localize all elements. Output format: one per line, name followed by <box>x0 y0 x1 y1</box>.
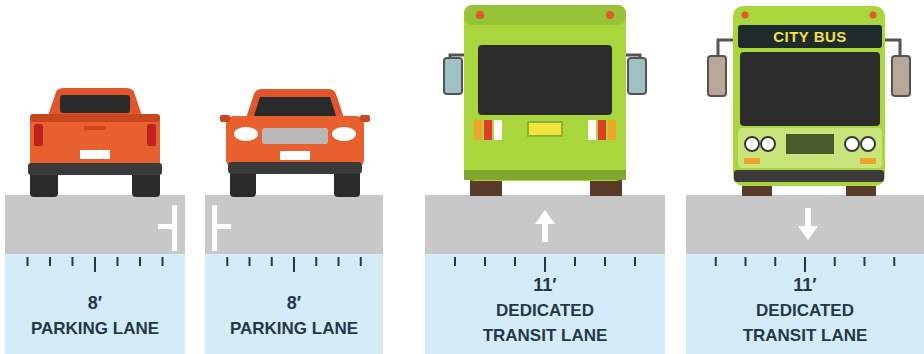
pickup-truck-front <box>220 89 370 197</box>
bus-rear <box>606 11 614 19</box>
pickup-truck-rear <box>48 88 142 116</box>
pickup-truck-front <box>332 127 356 141</box>
bus-rear <box>464 5 626 181</box>
pickup-truck-rear <box>84 126 106 130</box>
bus-front <box>860 158 876 164</box>
pickup-truck-front <box>226 116 364 168</box>
lane-band: 11′DEDICATED TRANSIT LANE <box>425 254 665 354</box>
pickup-truck-rear <box>60 95 130 113</box>
pickup-truck-front <box>254 97 336 116</box>
lane-band: 11′DEDICATED TRANSIT LANE <box>686 254 924 354</box>
bus-front <box>733 6 885 186</box>
bus-rear <box>478 45 612 115</box>
lane-name: PARKING LANE <box>230 316 358 341</box>
bus-front <box>845 137 859 151</box>
bus-front <box>870 12 877 19</box>
lane-arrow <box>535 210 555 224</box>
lane-name: PARKING LANE <box>31 316 159 341</box>
bus-rear <box>528 122 562 136</box>
bus-front <box>708 56 726 96</box>
parking-marking <box>217 224 231 229</box>
bus-front <box>738 128 882 168</box>
bus-front <box>708 6 910 196</box>
bus-rear <box>628 58 646 94</box>
pickup-truck-front <box>280 151 310 160</box>
bus-rear <box>444 5 646 196</box>
lane-width: 11′ <box>793 274 816 296</box>
pickup-truck-rear <box>30 114 160 168</box>
bus-front <box>861 137 875 151</box>
pickup-truck-rear <box>28 88 162 197</box>
bus-rear <box>588 120 596 140</box>
lane-name: DEDICATED TRANSIT LANE <box>465 298 625 348</box>
road-surface <box>686 195 924 255</box>
parking-marking <box>212 205 217 251</box>
parking-marking <box>172 205 177 251</box>
pickup-truck-front <box>262 128 328 144</box>
pickup-truck-front <box>228 162 362 174</box>
bus-rear <box>474 120 482 140</box>
bus-front <box>744 158 760 164</box>
lane-arrow <box>542 222 548 242</box>
bus-rear <box>494 120 502 140</box>
lane-arrow <box>535 208 818 242</box>
pickup-truck-rear <box>28 163 162 175</box>
pickup-truck-front <box>234 127 258 141</box>
bus-front <box>742 12 749 19</box>
bus-rear <box>608 120 616 140</box>
bus-front <box>745 137 759 151</box>
bus-rear <box>484 120 492 140</box>
bus-rear <box>464 170 626 180</box>
bus-front <box>734 170 884 182</box>
parking-marking <box>158 205 231 251</box>
pickup-truck-front <box>246 89 344 118</box>
lane-width: 11′ <box>533 274 556 296</box>
road-surface <box>5 195 924 255</box>
pickup-truck-rear <box>80 150 110 159</box>
parking-marking <box>158 224 172 229</box>
pickup-truck-rear <box>34 124 43 146</box>
lane-arrow <box>805 208 811 228</box>
bus-rear <box>476 11 484 19</box>
bus-rear <box>464 5 626 25</box>
lane-arrow <box>798 226 818 240</box>
lane-band: 8′PARKING LANE <box>205 254 383 354</box>
bus-rear <box>598 120 606 140</box>
bus-front <box>740 52 880 126</box>
road-surface <box>425 195 665 255</box>
pickup-truck-rear <box>147 124 156 146</box>
lane-band: 8′PARKING LANE <box>5 254 185 354</box>
bus-front <box>892 56 910 96</box>
pickup-truck-front <box>220 115 230 122</box>
destination-sign: CITY BUS <box>738 25 882 48</box>
lane-name: DEDICATED TRANSIT LANE <box>725 298 885 348</box>
pickup-truck-front <box>360 115 370 122</box>
bus-rear <box>444 58 462 94</box>
bus-front <box>738 25 882 48</box>
pickup-truck-rear <box>30 114 160 122</box>
lane-width: 8′ <box>88 292 102 314</box>
road-surface <box>205 195 383 255</box>
bus-front <box>786 134 834 154</box>
bus-front <box>761 137 775 151</box>
road-surface <box>5 195 185 255</box>
lane-width: 8′ <box>287 292 301 314</box>
